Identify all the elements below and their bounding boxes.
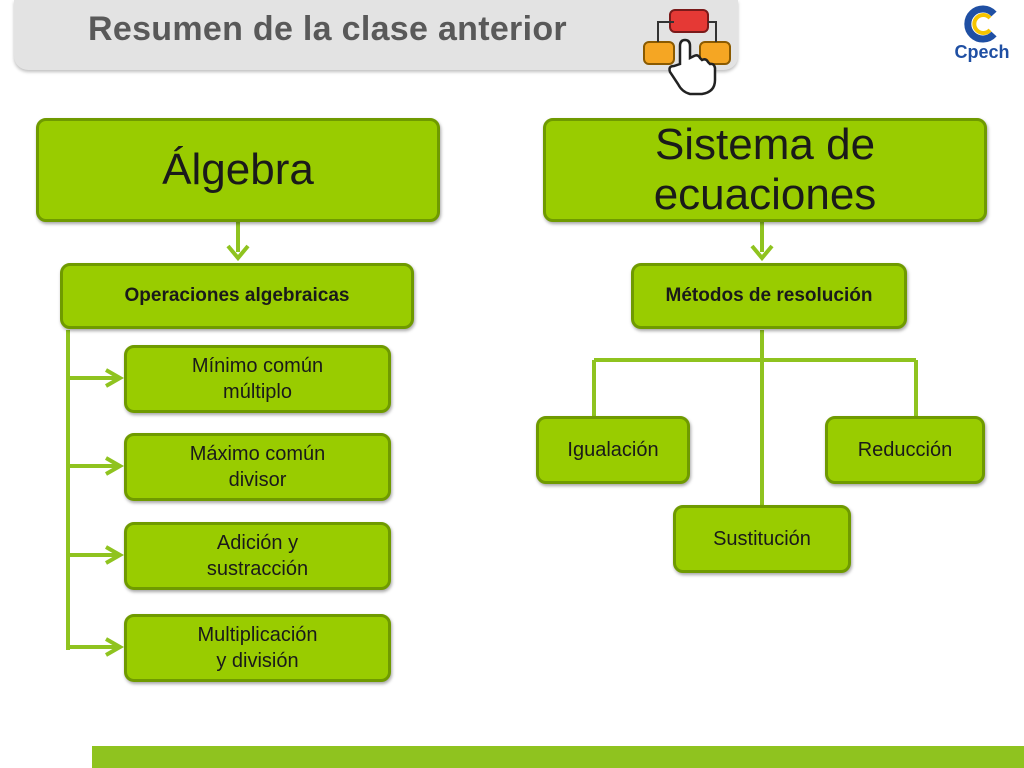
node-reduccion: Reducción (825, 416, 985, 484)
node-sistema-ecuaciones: Sistema de ecuaciones (543, 118, 987, 222)
node-metodos-label: Métodos de resolución (665, 285, 873, 306)
leaf-label: Adición y sustracción (206, 532, 309, 580)
node-algebra: Álgebra (36, 118, 440, 222)
node-operaciones-label: Operaciones algebraicas (124, 285, 350, 306)
node-sustitucion: Sustitución (673, 505, 851, 573)
leaf-label: Máximo común divisor (189, 443, 326, 491)
method-label: Sustitución (713, 528, 811, 550)
method-label: Igualación (567, 439, 659, 461)
node-multiplicacion-division: Multiplicación y división (124, 614, 391, 682)
node-metodos-resolucion: Métodos de resolución (631, 263, 907, 329)
flowchart-hand-icon (643, 9, 731, 96)
title-bar: Resumen de la clase anterior (14, 0, 738, 70)
node-igualacion: Igualación (536, 416, 690, 484)
leaf-label: Mínimo común múltiplo (191, 355, 324, 403)
method-label: Reducción (857, 439, 953, 461)
cpech-logo: Cpech (950, 4, 1014, 66)
cpech-logo-icon (964, 5, 997, 43)
logo-text: Cpech (954, 42, 1010, 62)
page-title: Resumen de la clase anterior (88, 10, 567, 48)
node-sistema-label: Sistema de ecuaciones (653, 120, 877, 219)
node-adicion-sustraccion: Adición y sustracción (124, 522, 391, 590)
node-operaciones-algebraicas: Operaciones algebraicas (60, 263, 414, 329)
leaf-label: Multiplicación y división (197, 624, 318, 672)
node-maximo-comun-divisor: Máximo común divisor (124, 433, 391, 501)
node-algebra-label: Álgebra (162, 145, 314, 194)
node-minimo-comun-multiplo: Mínimo común múltiplo (124, 345, 391, 413)
footer-bar (92, 746, 1024, 768)
